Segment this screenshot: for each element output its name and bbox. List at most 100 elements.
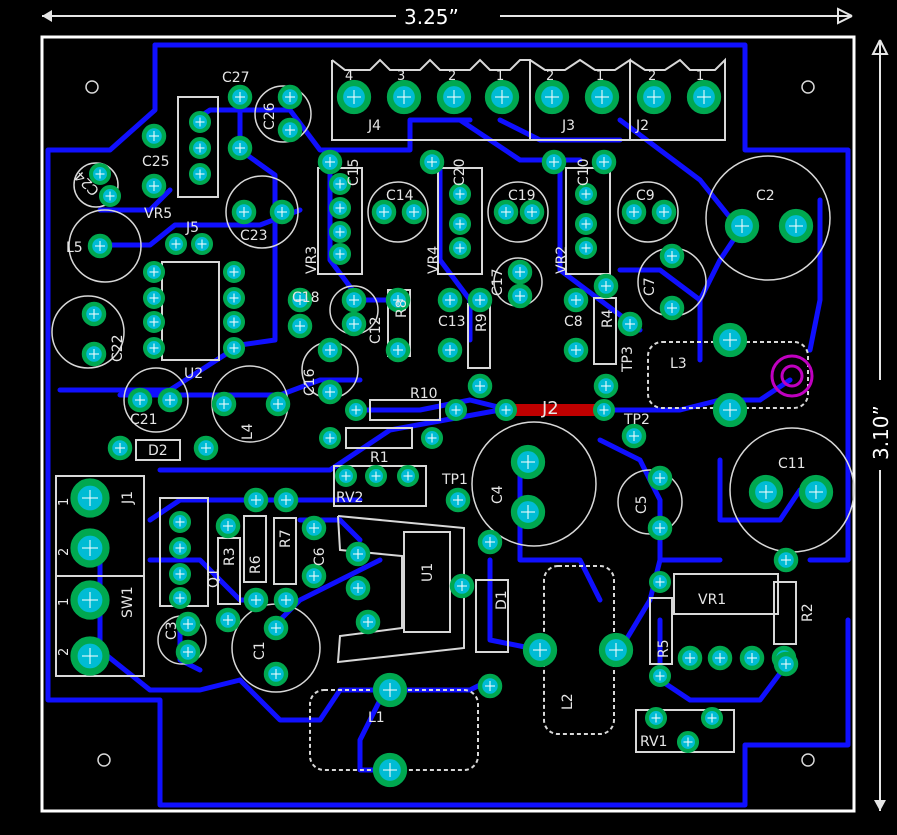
pad-center-mark	[95, 169, 105, 179]
label-tp1: TP1	[441, 472, 468, 488]
pad-center-mark	[735, 219, 749, 233]
j4-pin-4: 4	[345, 69, 353, 84]
pad-center-mark	[715, 653, 725, 663]
pad-center-mark	[515, 267, 525, 277]
pad-center-mark	[521, 505, 535, 519]
width-dimension: 3.25”	[42, 5, 853, 29]
pad-center-mark	[427, 433, 437, 443]
pad-center-mark	[683, 737, 693, 747]
pad-center-mark	[809, 485, 823, 499]
pad-center-mark	[235, 143, 245, 153]
j4-pin-2: 2	[448, 69, 456, 84]
pad-center-mark	[685, 653, 695, 663]
label-sw1: SW1	[120, 586, 136, 618]
label-c19: C19	[508, 188, 536, 204]
pad-center-mark	[655, 523, 665, 533]
label-r9: R9	[474, 313, 490, 332]
pad-center-mark	[759, 485, 773, 499]
header-pin-numbers: 4 3 2 1 2 1 2 1 1 2 1 2	[57, 69, 704, 656]
pad-center-mark	[445, 295, 455, 305]
label-c7: C7	[642, 277, 658, 296]
pad-center-mark	[325, 345, 335, 355]
height-label: 3.10”	[869, 405, 893, 460]
label-vr4: VR4	[426, 246, 442, 274]
pad-center-mark	[229, 317, 239, 327]
pad-center-mark	[667, 303, 677, 313]
pad-center-mark	[495, 90, 509, 104]
pad-center-mark	[747, 653, 757, 663]
label-u1: U1	[420, 563, 436, 582]
pad-center-mark	[285, 92, 295, 102]
pad-center-mark	[599, 405, 609, 415]
label-j1: J1	[120, 491, 136, 505]
pad-center-mark	[175, 517, 185, 527]
pad-center-mark	[397, 90, 411, 104]
board-outline	[40, 35, 856, 813]
pad-center-mark	[115, 443, 125, 453]
label-c20: C20	[452, 158, 468, 186]
label-rv2: RV2	[336, 490, 363, 506]
label-tp3: TP3	[620, 346, 636, 373]
pad-center-mark	[347, 90, 361, 104]
pad-center-mark	[105, 191, 115, 201]
pad-center-mark	[475, 295, 485, 305]
pad-center-mark	[571, 295, 581, 305]
pad-center-mark	[82, 592, 98, 608]
pad-center-mark	[625, 319, 635, 329]
pad-center-mark	[501, 405, 511, 415]
pad-center-mark	[195, 169, 205, 179]
pad-center-mark	[229, 343, 239, 353]
pad-center-mark	[655, 577, 665, 587]
pad-center-mark	[445, 345, 455, 355]
label-c16: C16	[302, 368, 318, 396]
pad-center-mark	[647, 90, 661, 104]
pad-center-mark	[723, 333, 737, 347]
pad-center-mark	[353, 549, 363, 559]
pad-center-mark	[697, 90, 711, 104]
label-vr2: VR2	[554, 246, 570, 274]
pad-center-mark	[581, 219, 591, 229]
pad-center-mark	[581, 243, 591, 253]
label-c3: C3	[164, 621, 180, 640]
label-l5: L5	[66, 240, 83, 256]
pad-center-mark	[599, 157, 609, 167]
pad-center-mark	[609, 643, 623, 657]
pad-center-mark	[393, 295, 403, 305]
label-c13: C13	[438, 314, 466, 330]
label-l1: L1	[368, 710, 385, 726]
pad-center-mark	[201, 443, 211, 453]
pad-center-mark	[82, 540, 98, 556]
label-j3: J3	[561, 118, 575, 134]
label-r6: R6	[248, 555, 264, 574]
pad-center-mark	[451, 405, 461, 415]
pad-center-mark	[82, 490, 98, 506]
label-c25: C25	[142, 154, 170, 170]
pad-center-mark	[335, 179, 345, 189]
label-c2: C2	[756, 188, 775, 204]
pad-center-mark	[789, 219, 803, 233]
pad-center-mark	[335, 227, 345, 237]
pad-center-mark	[379, 207, 389, 217]
label-c8: C8	[564, 314, 583, 330]
label-l4: L4	[240, 423, 256, 440]
pad-center-mark	[515, 291, 525, 301]
pad-center-mark	[325, 157, 335, 167]
pad-center-mark	[341, 471, 351, 481]
label-d2: D2	[148, 443, 168, 459]
pad-center-mark	[82, 648, 98, 664]
label-r8: R8	[394, 299, 410, 318]
label-c18: C18	[292, 290, 320, 306]
pad-center-mark	[281, 595, 291, 605]
pad-center-mark	[571, 345, 581, 355]
label-c6: C6	[312, 547, 328, 566]
pad-center-mark	[475, 381, 485, 391]
label-c12: C12	[368, 316, 384, 344]
pad-center-mark	[171, 239, 181, 249]
pad-center-mark	[277, 207, 287, 217]
pad-center-mark	[707, 713, 717, 723]
silkscreen-outlines	[51, 57, 855, 771]
j4-pin-1: 1	[496, 69, 504, 84]
pad-center-mark	[89, 309, 99, 319]
pad-center-mark	[581, 189, 591, 199]
